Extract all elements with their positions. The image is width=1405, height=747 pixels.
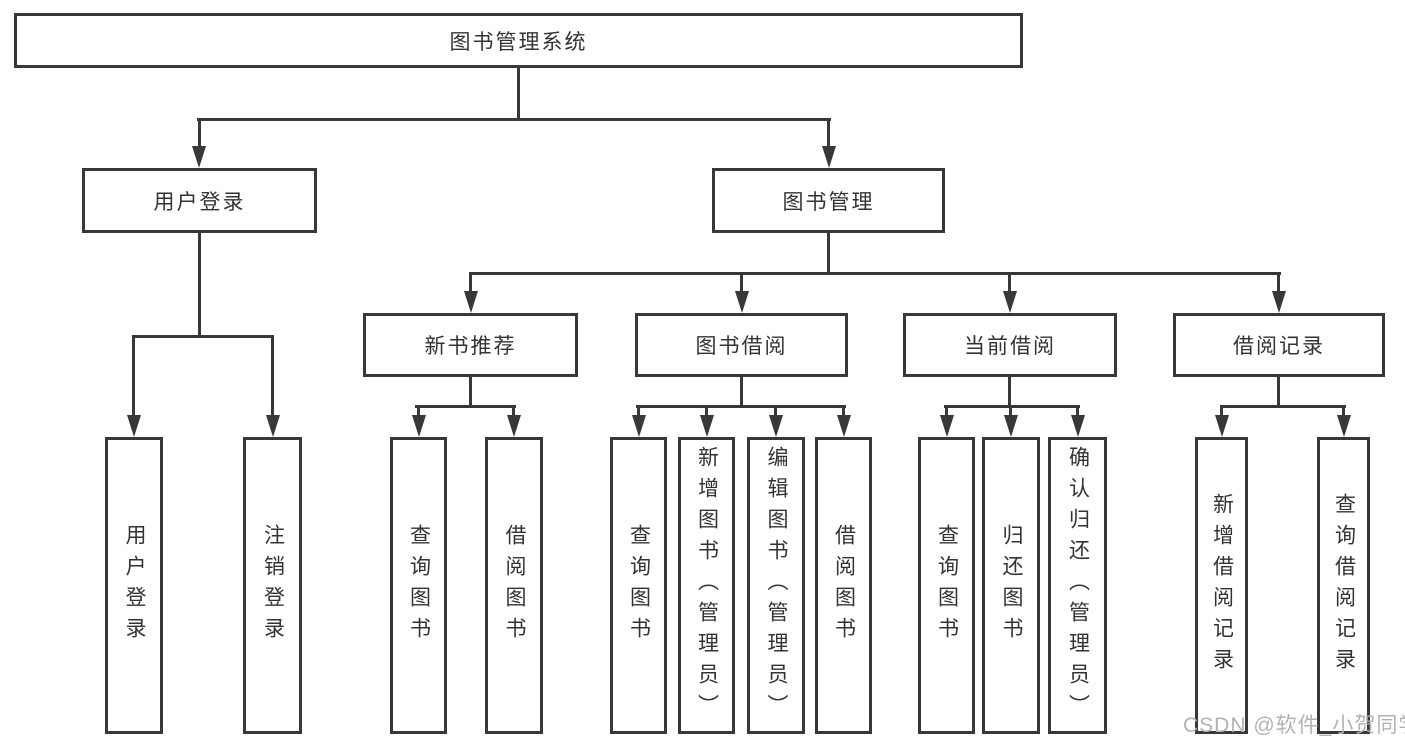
leaf-borrow-books-2: 借阅图书 [815, 437, 872, 734]
arrowhead-icon [1337, 415, 1351, 437]
arrowhead-icon [769, 415, 783, 437]
node-borrowing-records: 借阅记录 [1173, 313, 1385, 377]
node-book-management-label: 图书管理 [782, 190, 875, 214]
connector-line [637, 405, 640, 417]
connector-line [469, 272, 1281, 275]
watermark-text: CSDN @软件_小贺同学 [1183, 714, 1405, 737]
connector-line [469, 272, 472, 293]
node-book-borrowing: 图书借阅 [635, 313, 848, 377]
connector-line [469, 377, 472, 408]
connector-line [132, 335, 274, 338]
leaf-add-book-admin-label: 新增图书（管理员） [695, 446, 719, 725]
arrowhead-icon [940, 415, 954, 437]
leaf-query-borrow-record: 查询借阅记录 [1317, 437, 1370, 734]
leaf-borrow-books-2-label: 借阅图书 [832, 523, 856, 648]
connector-line [740, 272, 743, 293]
connector-line [198, 118, 201, 148]
leaf-user-login: 用户登录 [105, 437, 163, 734]
leaf-user-login-label: 用户登录 [123, 523, 146, 648]
leaf-logout: 注销登录 [243, 437, 302, 734]
node-new-book-recommend: 新书推荐 [363, 313, 578, 377]
connector-line [197, 118, 831, 121]
leaf-return-book: 归还图书 [982, 437, 1040, 734]
node-root: 图书管理系统 [14, 13, 1023, 68]
arrowhead-icon [1004, 415, 1018, 437]
connector-line [132, 335, 135, 415]
arrowhead-icon [700, 415, 714, 437]
node-current-borrowing: 当前借阅 [903, 313, 1117, 377]
arrowhead-icon [127, 415, 141, 437]
leaf-borrow-books-1: 借阅图书 [485, 437, 543, 734]
node-user-login: 用户登录 [82, 168, 317, 233]
leaf-query-books-3: 查询图书 [918, 437, 975, 734]
node-borrowing-records-label: 借阅记录 [1233, 335, 1325, 358]
connector-line [1076, 405, 1079, 417]
node-book-management: 图书管理 [712, 168, 945, 233]
arrowhead-icon [412, 415, 426, 437]
arrowhead-icon [507, 415, 521, 437]
connector-line [417, 405, 420, 417]
connector-line [1008, 377, 1011, 408]
arrowhead-icon [632, 415, 646, 437]
arrowhead-icon [735, 291, 749, 313]
leaf-query-books-2: 查询图书 [610, 437, 667, 734]
leaf-return-book-label: 归还图书 [1000, 523, 1023, 648]
arrowhead-icon [266, 415, 280, 437]
connector-line [827, 233, 830, 275]
connector-line [774, 405, 777, 417]
leaf-logout-label: 注销登录 [261, 523, 285, 648]
leaf-add-book-admin: 新增图书（管理员） [678, 437, 735, 734]
leaf-add-borrow-record-label: 新增借阅记录 [1210, 492, 1234, 679]
arrowhead-icon [822, 146, 836, 168]
arrowhead-icon [192, 146, 206, 168]
leaf-borrow-books-1-label: 借阅图书 [503, 523, 526, 648]
node-user-login-label: 用户登录 [153, 190, 246, 214]
connector-line [842, 405, 845, 417]
leaf-edit-book-admin: 编辑图书（管理员） [747, 437, 805, 734]
connector-line [944, 405, 1080, 408]
connector-line [705, 405, 708, 417]
connector-line [1342, 405, 1345, 417]
connector-line [415, 405, 516, 408]
leaf-edit-book-admin-label: 编辑图书（管理员） [765, 446, 788, 725]
leaf-confirm-return-admin-label: 确认归还（管理员） [1066, 446, 1090, 725]
node-current-borrowing-label: 当前借阅 [964, 335, 1056, 358]
leaf-add-borrow-record: 新增借阅记录 [1195, 437, 1248, 734]
connector-line [1009, 405, 1012, 417]
connector-line [1220, 405, 1223, 417]
connector-line [1277, 272, 1280, 293]
connector-line [740, 377, 743, 408]
leaf-query-books-1: 查询图书 [390, 437, 447, 734]
node-root-label: 图书管理系统 [449, 30, 588, 54]
arrowhead-icon [1003, 291, 1017, 313]
arrowhead-icon [1215, 415, 1229, 437]
connector-line [1220, 405, 1346, 408]
connector-line [1008, 272, 1011, 293]
arrowhead-icon [464, 291, 478, 313]
connector-line [827, 118, 830, 148]
leaf-confirm-return-admin: 确认归还（管理员） [1048, 437, 1107, 734]
connector-line [1277, 377, 1280, 408]
connector-line [271, 335, 274, 415]
leaf-query-books-1-label: 查询图书 [407, 523, 431, 648]
connector-line [517, 66, 520, 121]
connector-line [945, 405, 948, 417]
node-new-book-recommend-label: 新书推荐 [424, 335, 517, 358]
arrowhead-icon [1272, 291, 1286, 313]
connector-line [512, 405, 515, 417]
leaf-query-borrow-record-label: 查询借阅记录 [1332, 492, 1356, 679]
arrowhead-icon [837, 415, 851, 437]
leaf-query-books-3-label: 查询图书 [935, 523, 959, 648]
arrowhead-icon [1071, 415, 1085, 437]
leaf-query-books-2-label: 查询图书 [627, 523, 651, 648]
connector-line [198, 233, 201, 337]
connector-line [636, 405, 846, 408]
node-book-borrowing-label: 图书借阅 [695, 335, 788, 358]
